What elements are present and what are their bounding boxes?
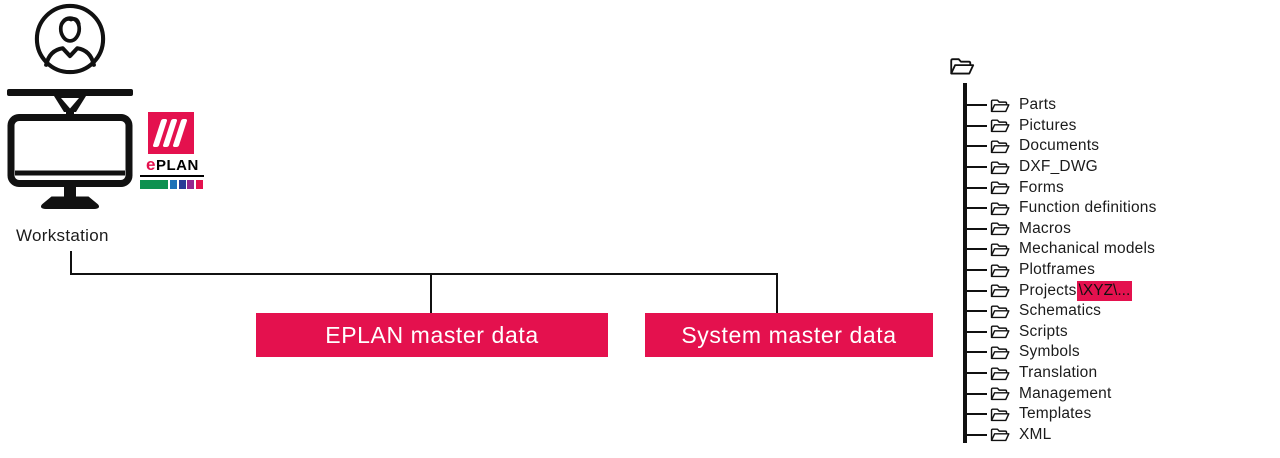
folder-label: Templates (1019, 405, 1092, 423)
tree-row: Templates (965, 404, 1275, 425)
folder-label: Pictures (1019, 116, 1077, 134)
folder-label: DXF_DWG (1019, 158, 1098, 176)
tree-branch-line (965, 269, 987, 272)
folder-icon (990, 222, 1010, 236)
tree-row: Macros (965, 219, 1275, 240)
tree-branch-line (965, 166, 987, 169)
folder-icon (990, 243, 1010, 257)
folder-icon (990, 387, 1010, 401)
eplan-plan-text: PLAN (155, 157, 199, 174)
folder-label: Management (1019, 384, 1112, 402)
connector-drop-eplan (430, 273, 432, 314)
folder-icon (990, 140, 1010, 154)
tree-row: Management (965, 383, 1275, 404)
eplan-master-data-box: EPLAN master data (256, 313, 608, 357)
folder-label: Parts (1019, 96, 1057, 114)
tree-branch-line (965, 310, 987, 313)
tree-branch-line (965, 372, 987, 375)
folder-icon (990, 119, 1010, 133)
workstation-label: Workstation (16, 226, 109, 245)
folder-icon (990, 284, 1010, 298)
eplan-e-glyph: e (146, 155, 156, 174)
folder-label: Mechanical models (1019, 240, 1156, 258)
tree-row: Symbols (965, 342, 1275, 363)
folder-label: Function definitions (1019, 199, 1157, 217)
root-folder-icon (950, 58, 975, 75)
tree-row: DXF_DWG (965, 157, 1275, 178)
folder-icon (990, 346, 1010, 360)
tree-branch-line (965, 207, 987, 210)
tree-row: Mechanical models (965, 239, 1275, 260)
folder-label: XML (1019, 425, 1052, 443)
tree-row: Function definitions (965, 198, 1275, 219)
eplan-color-bar (140, 180, 204, 189)
tree-row: Projects \XYZ\... (965, 280, 1275, 301)
folder-label: Plotframes (1019, 261, 1096, 279)
folder-icon (990, 99, 1010, 112)
tree-branch-line (965, 145, 987, 148)
tree-row: Pictures (965, 116, 1275, 137)
tree-row: Translation (965, 363, 1275, 384)
connector-horizontal (70, 273, 778, 275)
tree-row: Plotframes (965, 260, 1275, 281)
folder-icon (990, 408, 1010, 421)
connector-drop-system (776, 273, 778, 314)
tree-branch-line (965, 227, 987, 230)
tree-branch-line (965, 413, 987, 416)
folder-label: Documents (1019, 137, 1100, 155)
tree-branch-line (965, 351, 987, 354)
tree-branch-line (965, 124, 987, 127)
tree-row: XML (965, 425, 1275, 446)
tree-branch-line (965, 248, 987, 251)
tree-row: Forms (965, 177, 1275, 198)
folder-label: Projects (1019, 281, 1077, 299)
tree-row: Schematics (965, 301, 1275, 322)
folder-icon (990, 366, 1010, 380)
folder-icon (990, 181, 1010, 195)
folder-tree: Parts Pictures Documents DXF_DWG (965, 95, 1275, 445)
monitor-icon (7, 89, 133, 209)
folder-icon (990, 161, 1010, 174)
folder-icon (990, 305, 1010, 318)
tree-row: Parts (965, 95, 1275, 116)
folder-label: Forms (1019, 178, 1064, 196)
folder-icon (990, 263, 1010, 277)
tree-branch-line (965, 104, 987, 107)
folder-icon (990, 325, 1010, 339)
tree-trunk-line (963, 83, 967, 443)
folder-label: Scripts (1019, 322, 1068, 340)
tree-branch-line (965, 289, 987, 292)
folder-label: Macros (1019, 219, 1072, 237)
folder-path-highlight: \XYZ\... (1076, 280, 1133, 301)
folder-label: Schematics (1019, 302, 1102, 320)
tree-branch-line (965, 392, 987, 395)
tree-branch-line (965, 186, 987, 189)
tree-branch-line (965, 330, 987, 333)
tree-branch-line (965, 433, 987, 436)
tree-row: Documents (965, 136, 1275, 157)
triple-slash-icon (148, 112, 194, 154)
eplan-wordmark: ePLAN (140, 156, 204, 177)
eplan-logo: ePLAN (140, 112, 204, 189)
system-master-data-box: System master data (645, 313, 933, 357)
folder-label: Translation (1019, 364, 1098, 382)
tree-row: Scripts (965, 322, 1275, 343)
folder-label: Symbols (1019, 343, 1080, 361)
folder-icon (990, 202, 1010, 215)
folder-icon (990, 428, 1010, 442)
connector-workstation-stub (70, 251, 72, 274)
user-avatar-icon (34, 3, 106, 75)
